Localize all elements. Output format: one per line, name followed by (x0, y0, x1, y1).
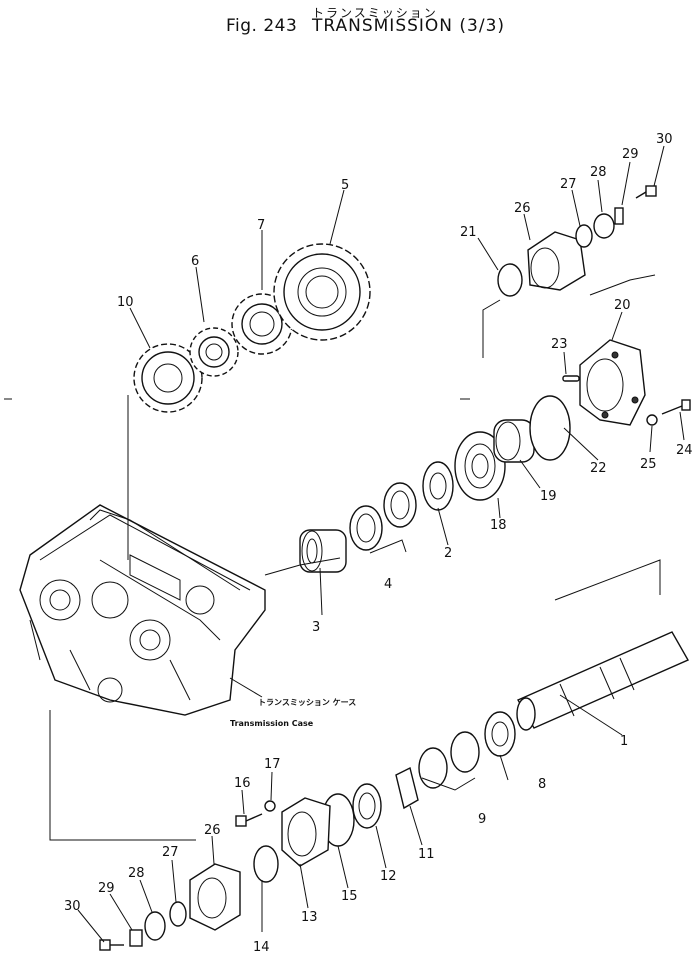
callout-13: 13 (301, 910, 318, 925)
callout-28-lower: 28 (128, 866, 145, 881)
callout-25: 25 (640, 457, 657, 472)
bolt-30-lower (99, 939, 124, 951)
flange-26-lower (189, 863, 241, 931)
retainer-13 (281, 797, 331, 867)
plate-28-upper (593, 213, 615, 239)
callout-labels: 1 2 3 4 5 6 7 8 9 10 11 12 13 14 15 16 1… (64, 132, 692, 955)
o-ring-27-upper (575, 224, 593, 248)
assembly-guide-lines (49, 274, 661, 841)
callout-3: 3 (312, 620, 320, 635)
bolt-16 (235, 813, 263, 827)
callout-17: 17 (264, 757, 281, 772)
case-label-jp: トランスミッション ケース (258, 698, 356, 707)
bearing-retainer-20 (579, 339, 646, 426)
gear-10 (133, 343, 203, 413)
callout-26-lower: 26 (204, 823, 221, 838)
callout-5: 5 (341, 178, 349, 193)
callout-15: 15 (341, 889, 358, 904)
callout-14: 14 (253, 940, 270, 955)
bearing-8 (484, 711, 516, 757)
needle-bearing-9 (418, 731, 480, 789)
bolt-30-upper (635, 185, 657, 199)
oil-seal-21 (497, 263, 523, 297)
needle-bearing-4 (349, 482, 417, 551)
gear-5 (273, 243, 371, 341)
o-ring-27-lower (169, 901, 187, 927)
callout-28-upper: 28 (590, 165, 607, 180)
callout-20: 20 (614, 298, 631, 313)
lock-plate-29-upper (614, 207, 624, 225)
gear-6 (189, 327, 239, 377)
bearing-12 (352, 783, 382, 829)
callout-30-upper: 30 (656, 132, 673, 147)
callout-30-lower: 30 (64, 899, 81, 914)
oil-seal-14 (253, 845, 279, 883)
callout-19: 19 (540, 489, 557, 504)
callout-18: 18 (490, 518, 507, 533)
lock-plate-29-lower (129, 929, 143, 947)
bolt-24 (661, 399, 691, 415)
callout-27-lower: 27 (162, 845, 179, 860)
pin-23 (562, 375, 580, 382)
plate-28-lower (144, 911, 166, 941)
callout-21: 21 (460, 225, 477, 240)
bearing-3 (299, 529, 347, 573)
callout-24: 24 (676, 443, 692, 458)
callout-8: 8 (538, 777, 546, 792)
callout-26-upper: 26 (514, 201, 531, 216)
callout-23: 23 (551, 337, 568, 352)
spacer-19 (493, 419, 535, 463)
callout-22: 22 (590, 461, 607, 476)
callout-16: 16 (234, 776, 251, 791)
callout-6: 6 (191, 254, 199, 269)
callout-29-lower: 29 (98, 881, 115, 896)
callout-29-upper: 29 (622, 147, 639, 162)
callout-12: 12 (380, 869, 397, 884)
o-ring-22 (529, 395, 571, 461)
callout-2: 2 (444, 546, 452, 561)
flange-26-upper (527, 231, 586, 291)
case-label-en: Transmission Case (230, 719, 314, 728)
transmission-case (19, 504, 266, 716)
callout-4: 4 (384, 577, 392, 592)
figure-title: TRANSMISSION (3/3) (312, 16, 506, 36)
washer-17 (264, 800, 276, 812)
figure-number: Fig. 243 (226, 16, 298, 36)
callout-1: 1 (620, 734, 628, 749)
callout-11: 11 (418, 847, 435, 862)
ball-bearing-18 (454, 431, 506, 501)
callout-10: 10 (117, 295, 134, 310)
japanese-title: トランスミッション (312, 6, 438, 20)
washer-25 (646, 414, 658, 426)
thrust-plate-11 (395, 766, 419, 810)
callout-7: 7 (257, 218, 265, 233)
callout-leaders (77, 145, 685, 943)
callout-27-upper: 27 (560, 177, 577, 192)
case-leader-line (229, 677, 263, 698)
thrust-washer-2 (422, 461, 454, 511)
page-header: トランスミッション Fig. 243 TRANSMISSION (3/3) (0, 0, 692, 60)
main-shaft-1 (516, 631, 689, 731)
callout-9: 9 (478, 812, 486, 827)
